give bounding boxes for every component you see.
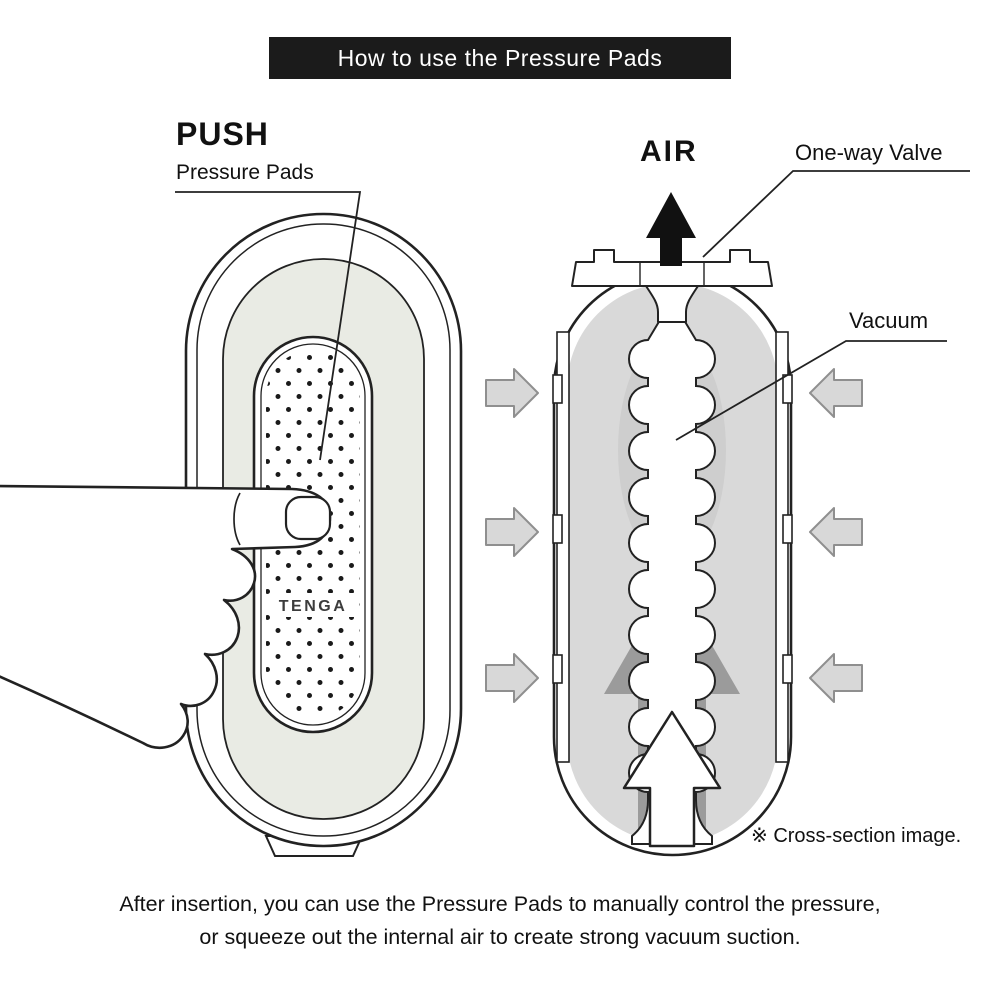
hand-outline [0, 484, 332, 750]
pressure-pads-pointer-line [175, 191, 362, 461]
vacuum-label: Vacuum [849, 308, 929, 333]
footer-line-2: or squeeze out the internal air to creat… [199, 925, 801, 949]
header-banner: How to use the Pressure Pads [269, 37, 731, 79]
fingernail [284, 495, 332, 541]
squeeze-arrow-white [622, 710, 722, 848]
brand-logo: TENGA [279, 598, 348, 615]
one-way-valve-cap [571, 249, 773, 323]
one-way-valve-label: One-way Valve [795, 140, 943, 165]
brand-logo-band [270, 593, 356, 617]
hand-illustration [0, 484, 332, 750]
page-title: How to use the Pressure Pads [337, 44, 663, 71]
valve-pointer-line [702, 170, 970, 258]
pressure-pads-label: Pressure Pads [176, 161, 314, 184]
device-illustration: TENGA [0, 191, 463, 857]
one-way-valve [645, 285, 699, 323]
side-arrows-right [809, 368, 863, 703]
top-cap [571, 249, 773, 287]
side-arrows-left [485, 368, 539, 703]
air-label: AIR [640, 135, 698, 168]
footer-line-1: After insertion, you can use the Pressur… [119, 892, 881, 916]
air-up-arrow [646, 192, 696, 266]
cross-section-illustration [485, 170, 970, 857]
pressure-pad-rail-right [775, 331, 793, 763]
cross-section-note: ※ Cross-section image. [751, 825, 962, 847]
push-label: PUSH [176, 116, 269, 152]
vacuum-pointer-line [675, 340, 947, 441]
finger-crease [233, 492, 241, 546]
footer-caption: After insertion, you can use the Pressur… [0, 888, 1000, 954]
pressure-pad-rail-left [552, 331, 570, 763]
cap-seams [639, 262, 705, 286]
